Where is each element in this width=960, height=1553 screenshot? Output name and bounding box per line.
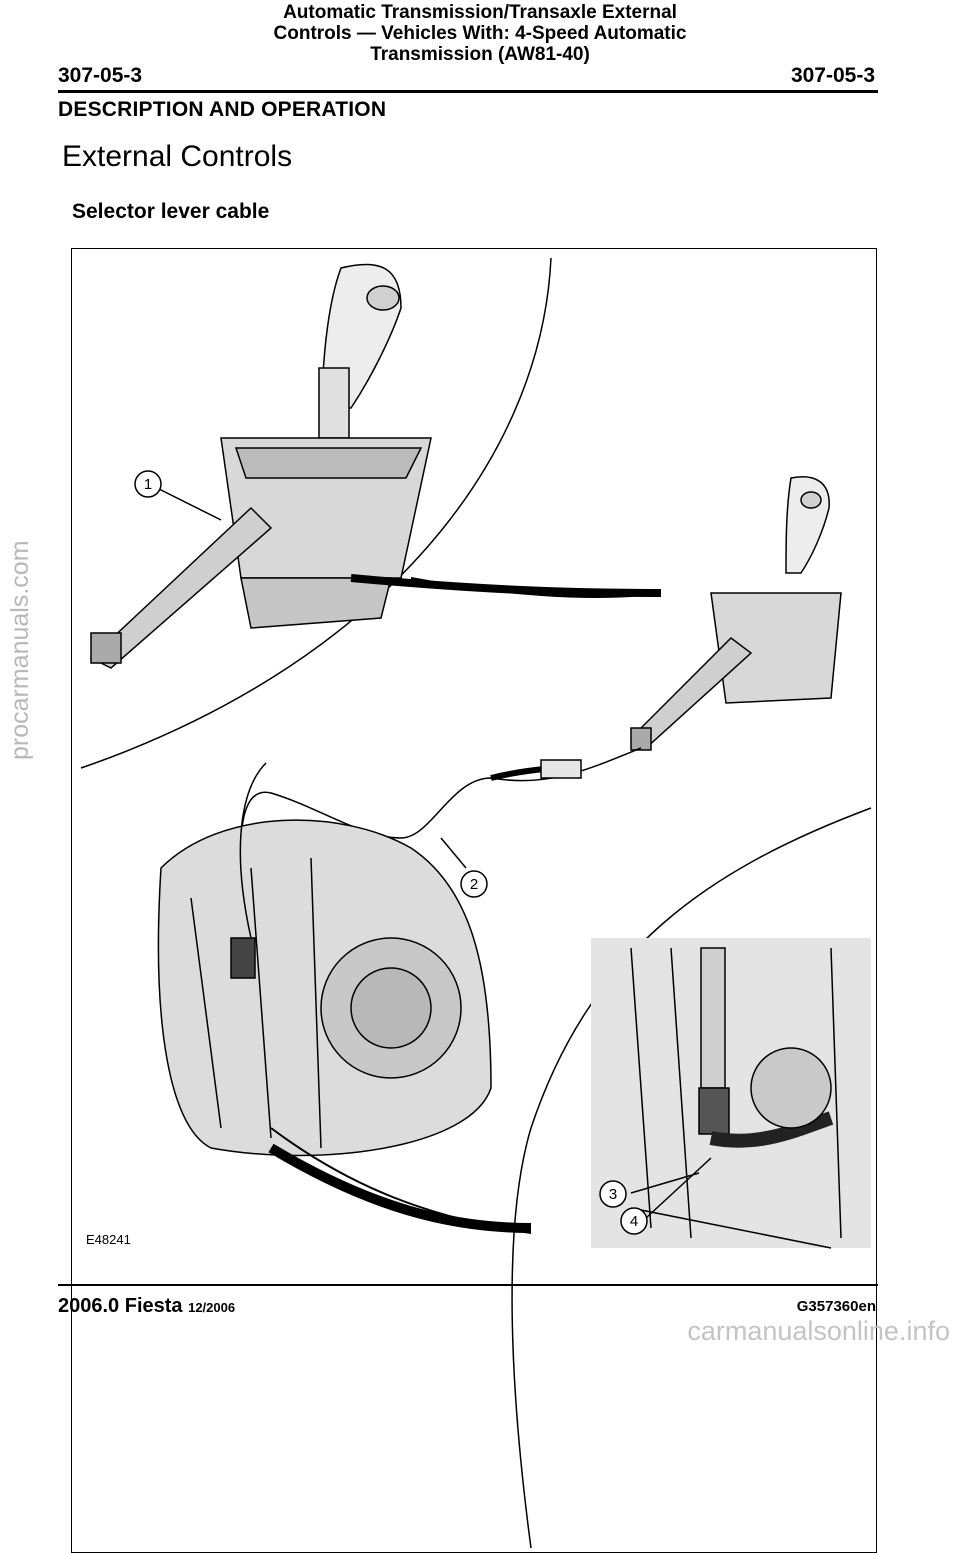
side-watermark: procarmanuals.com bbox=[6, 540, 34, 760]
header-code-left: 307-05-3 bbox=[58, 64, 143, 87]
footer-rule bbox=[58, 1284, 878, 1286]
header-rule bbox=[58, 90, 878, 93]
footer-model-name: 2006.0 Fiesta bbox=[58, 1295, 183, 1317]
callout-2-label: 2 bbox=[470, 876, 478, 893]
callout-3 bbox=[599, 1180, 627, 1208]
callout-3-label: 3 bbox=[609, 1186, 617, 1203]
section-label: DESCRIPTION AND OPERATION bbox=[58, 98, 387, 121]
figure-id: E48241 bbox=[86, 1232, 131, 1247]
callout-1-label: 1 bbox=[144, 476, 152, 493]
header-code-right: 307-05-3 bbox=[790, 64, 875, 87]
header-title-line-3: Transmission (AW81-40) bbox=[370, 44, 590, 65]
subheading: Selector lever cable bbox=[72, 200, 270, 223]
bottom-watermark: carmanualsonline.info bbox=[687, 1316, 950, 1346]
footer-date: 12/2006 bbox=[188, 1300, 236, 1315]
callout-4 bbox=[620, 1207, 648, 1235]
footer-doc-code: G357360en bbox=[796, 1298, 876, 1315]
header-title-line-2: Controls — Vehicles With: 4-Speed Automa… bbox=[273, 23, 687, 44]
callout-2 bbox=[460, 870, 488, 898]
callout-1 bbox=[134, 470, 162, 498]
header-title: Automatic Transmission/Transaxle Externa… bbox=[240, 2, 720, 65]
callout-4-label: 4 bbox=[630, 1213, 638, 1230]
page-heading: External Controls bbox=[62, 140, 293, 173]
figure-illustration: 1 2 3 4 bbox=[80, 257, 872, 1549]
footer-model: 2006.0 Fiesta 12/2006 bbox=[58, 1295, 235, 1318]
header-title-line-1: Automatic Transmission/Transaxle Externa… bbox=[283, 2, 677, 23]
